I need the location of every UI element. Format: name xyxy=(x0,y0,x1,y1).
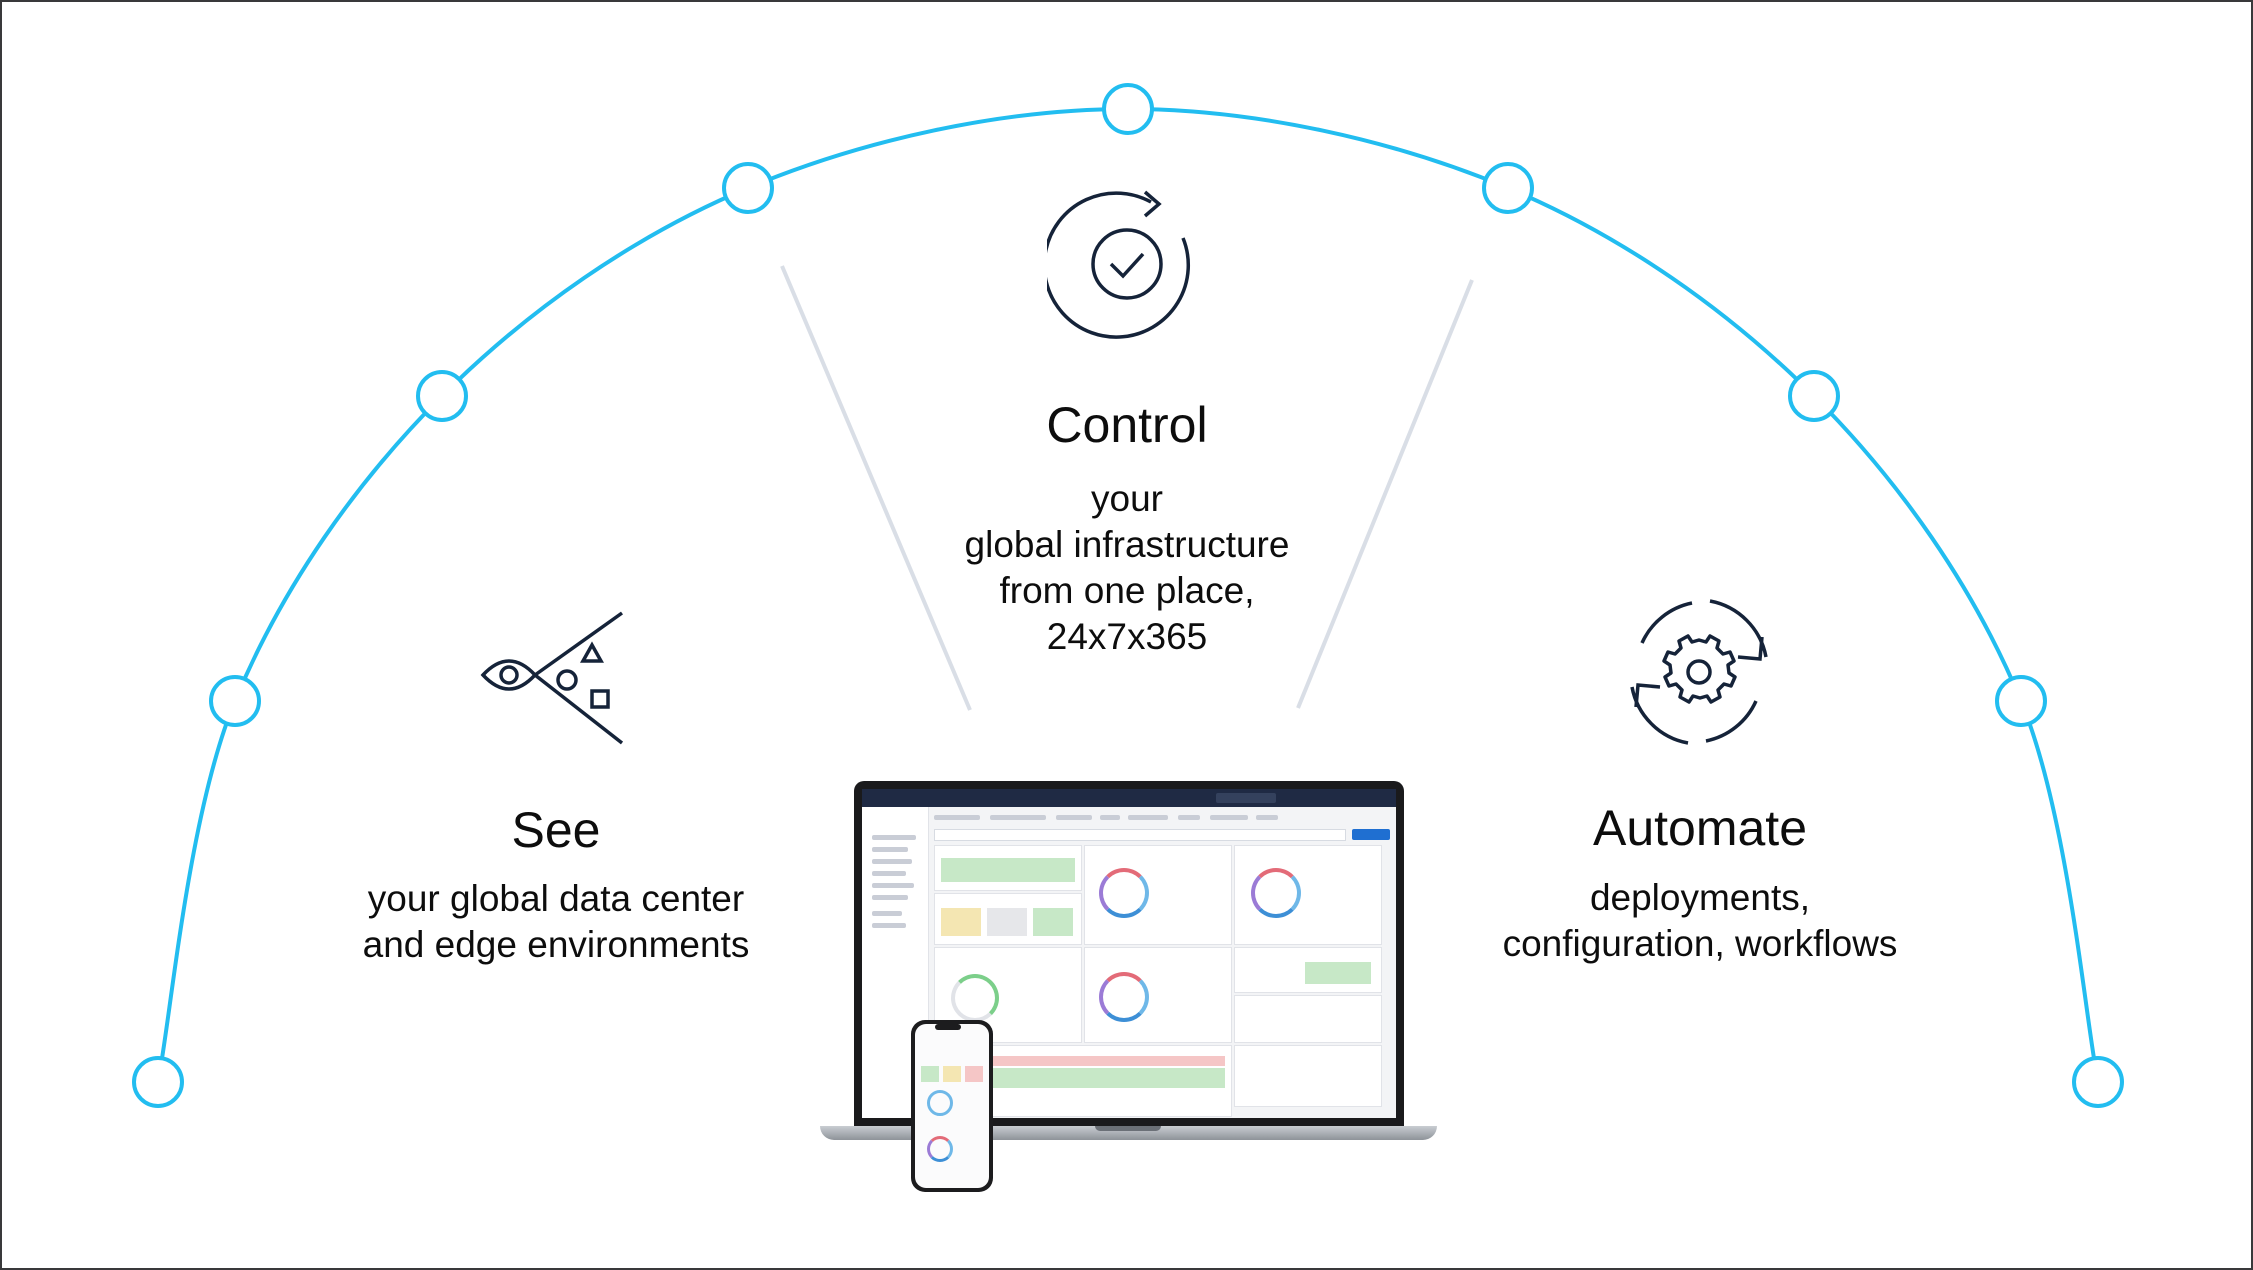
divider-line-1 xyxy=(780,265,972,711)
arc-node-5 xyxy=(1102,83,1154,135)
dashboard-filter xyxy=(934,829,1346,841)
control-line-4: 24x7x365 xyxy=(1046,616,1208,657)
dashboard-tabs xyxy=(934,813,1388,823)
laptop-screen xyxy=(854,781,1404,1126)
automate-description: deployments, configuration, workflows xyxy=(1450,875,1950,967)
automate-heading: Automate xyxy=(1592,800,1807,856)
see-line-1: your global data center xyxy=(367,878,745,919)
arc-node-4 xyxy=(722,162,774,214)
divider-line-2 xyxy=(1296,279,1474,709)
control-heading: Control xyxy=(1046,397,1208,453)
control-line-2: global infrastructure xyxy=(964,524,1290,565)
phone-notch xyxy=(935,1024,961,1030)
arc-node-3 xyxy=(416,370,468,422)
gear-cycle-icon xyxy=(1630,599,1768,745)
laptop-dashboard-icon xyxy=(820,781,1437,1140)
dashboard-search xyxy=(1216,793,1276,803)
control-line-3: from one place, xyxy=(999,570,1255,611)
see-line-2: and edge environments xyxy=(362,924,750,965)
automate-line-2: configuration, workflows xyxy=(1502,923,1898,964)
dashboard-button xyxy=(1352,829,1390,840)
phone-dashboard-icon xyxy=(911,1020,993,1192)
check-cycle-icon xyxy=(1047,190,1191,339)
control-description: your global infrastructure from one plac… xyxy=(877,476,1377,660)
arc-node-8 xyxy=(1995,675,2047,727)
arc-node-9 xyxy=(2072,1056,2124,1108)
arc-node-7 xyxy=(1788,370,1840,422)
arc-node-1 xyxy=(132,1056,184,1108)
eye-shapes-icon xyxy=(480,611,624,745)
dashboard-topbar xyxy=(862,789,1396,807)
arc-node-6 xyxy=(1482,162,1534,214)
see-description: your global data center and edge environ… xyxy=(306,876,806,968)
laptop-notch xyxy=(1095,1126,1161,1131)
control-line-1: your xyxy=(1091,478,1163,519)
phone-screen xyxy=(915,1024,989,1188)
see-heading: See xyxy=(511,802,601,858)
arc-node-2 xyxy=(209,675,261,727)
automate-line-1: deployments, xyxy=(1589,877,1811,918)
